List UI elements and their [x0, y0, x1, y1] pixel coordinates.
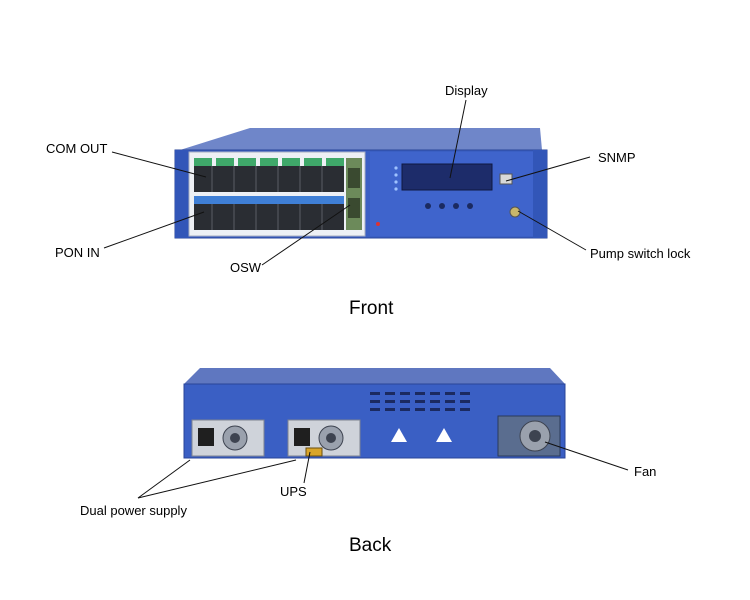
power-supply-1: [191, 419, 265, 457]
com-out-ports: [194, 158, 344, 192]
label-com-out: COM OUT: [46, 141, 108, 156]
power-supply-2: [287, 419, 361, 457]
label-fan: Fan: [634, 464, 657, 479]
back-device-image: [183, 368, 566, 459]
label-osw: OSW: [230, 260, 262, 275]
osw-module: [346, 158, 362, 230]
label-ups: UPS: [280, 484, 307, 499]
caption-back: Back: [349, 535, 392, 556]
ups-connector: [305, 447, 323, 457]
label-display: Display: [445, 83, 488, 98]
label-snmp: SNMP: [598, 150, 636, 165]
front-device-image: [174, 128, 548, 239]
fan-module: [497, 415, 561, 457]
lcd-display: [401, 163, 493, 191]
label-pon-in: PON IN: [55, 245, 100, 260]
label-dual-power-supply: Dual power supply: [80, 503, 187, 518]
caption-front: Front: [349, 298, 394, 319]
label-pump-switch-lock: Pump switch lock: [590, 246, 691, 261]
